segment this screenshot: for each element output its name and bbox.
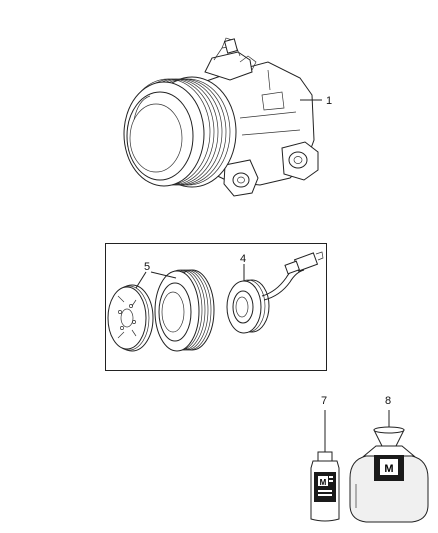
callout-1: 1 [326, 95, 332, 107]
leader-line-5a [135, 271, 147, 289]
field-coil[interactable] [226, 251, 324, 334]
leader-line-5b [150, 271, 177, 279]
callout-7: 7 [321, 395, 327, 407]
oil-bottle-logo: M [320, 478, 327, 487]
refrigerant-tank-logo: M [384, 463, 393, 475]
clutch-hub-plate[interactable] [107, 284, 154, 352]
callout-8: 8 [385, 395, 391, 407]
clutch-kit-frame [105, 243, 327, 371]
callout-5: 5 [144, 261, 150, 273]
compressor-assembly[interactable] [123, 37, 319, 197]
pag-oil-bottle[interactable]: M [310, 451, 340, 522]
callout-4: 4 [240, 253, 246, 265]
refrigerant-tank[interactable]: M [349, 426, 429, 523]
clutch-pulley-rotor[interactable] [154, 269, 215, 352]
